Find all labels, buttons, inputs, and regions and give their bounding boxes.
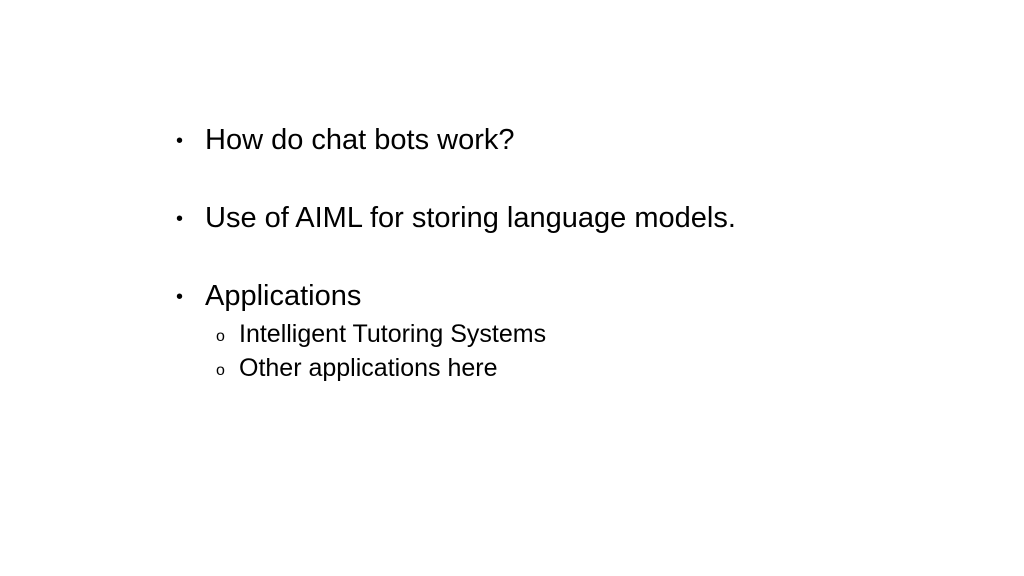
sub-bullet-marker: o [216, 362, 225, 379]
sub-list-item-text: Intelligent Tutoring Systems [239, 320, 547, 348]
list-item-text: Use of AIML for storing language models. [205, 202, 736, 234]
bullet-marker: • [176, 286, 184, 308]
bullet-marker: • [176, 208, 184, 230]
list-item-text: How do chat bots work? [205, 124, 515, 156]
list-item-text: Applications [205, 280, 362, 312]
sub-bullet-marker: o [216, 328, 225, 345]
sub-list-item-text: Other applications here [239, 354, 498, 382]
bullet-marker: • [176, 130, 184, 152]
